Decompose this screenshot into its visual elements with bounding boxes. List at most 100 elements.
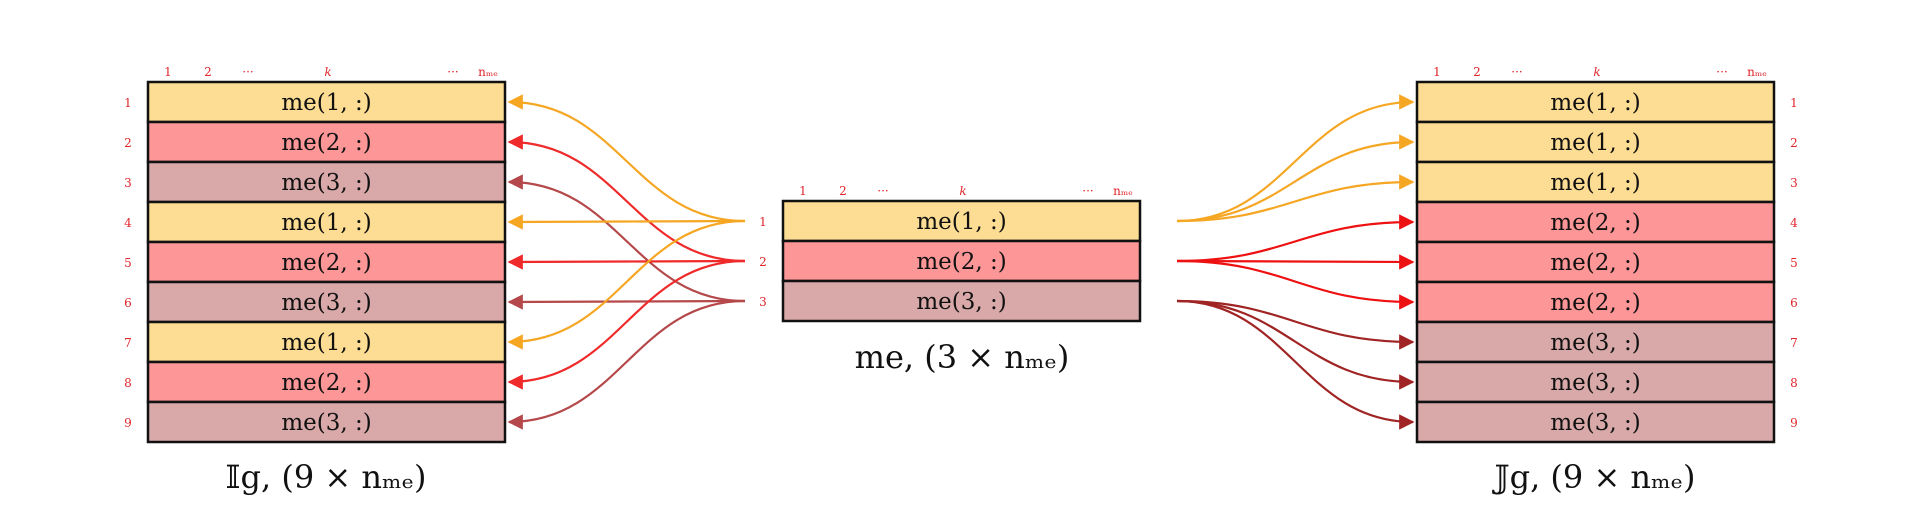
matrix-row-label: me(1, :)	[1550, 90, 1640, 116]
matrix-row	[146, 240, 507, 284]
right-column-headers: 1 2 ··· k ··· nₘₑ	[1433, 65, 1767, 79]
matrix-row	[1415, 80, 1776, 124]
row-number: 9	[124, 416, 132, 430]
row-number: 6	[124, 296, 132, 310]
column-header: ···	[1511, 65, 1522, 79]
matrix-row	[146, 120, 507, 164]
column-header: nₘₑ	[478, 65, 498, 79]
arrow-to-right-row	[1176, 299, 1415, 430]
column-header: k	[324, 65, 331, 79]
arrow-to-right-row	[1176, 259, 1415, 310]
arrow-to-right-row	[1176, 214, 1415, 263]
arrow-to-left-row	[507, 94, 746, 223]
arrow-to-right-row	[1176, 134, 1415, 223]
matrix-row-label: me(3, :)	[281, 170, 371, 196]
row-number: 7	[124, 336, 132, 350]
matrix-row	[781, 239, 1142, 283]
arrow-to-left-row	[507, 254, 746, 270]
arrow-to-right-row	[1176, 299, 1415, 350]
left-matrix-caption: 𝕀g, (9 × nₘₑ)	[226, 458, 427, 496]
column-header: 1	[799, 184, 807, 198]
row-number: 8	[1790, 376, 1798, 390]
row-number: 3	[124, 176, 132, 190]
matrix-row	[146, 200, 507, 244]
mapping-arrows	[507, 94, 1415, 430]
column-header: ···	[447, 65, 458, 79]
matrix-row-label: me(3, :)	[916, 289, 1006, 315]
column-header: 1	[164, 65, 172, 79]
row-number: 2	[759, 255, 767, 269]
arrow-to-right-row	[1176, 174, 1415, 223]
matrix-row-label: me(2, :)	[281, 130, 371, 156]
row-number: 5	[124, 256, 132, 270]
arrow-to-left-row	[507, 134, 746, 263]
row-number: 5	[1790, 256, 1798, 270]
left-matrix-ig: me(1, :)1me(2, :)2me(3, :)3me(1, :)4me(2…	[124, 80, 507, 444]
row-number: 4	[1790, 216, 1798, 230]
row-number: 8	[124, 376, 132, 390]
row-number: 3	[759, 295, 767, 309]
matrix-row-label: me(3, :)	[1550, 410, 1640, 436]
matrix-row-label: me(1, :)	[281, 90, 371, 116]
arrow-to-right-row	[1176, 299, 1415, 390]
center-matrix-caption: me, (3 × nₘₑ)	[855, 338, 1070, 376]
row-number: 3	[1790, 176, 1798, 190]
column-header: 2	[1473, 65, 1481, 79]
matrix-row-label: me(2, :)	[1550, 250, 1640, 276]
arrow-to-left-row	[507, 259, 746, 390]
matrix-row-label: me(3, :)	[1550, 370, 1640, 396]
row-number: 1	[759, 215, 767, 229]
row-number: 7	[1790, 336, 1798, 350]
matrix-row-label: me(1, :)	[1550, 130, 1640, 156]
matrix-row	[146, 360, 507, 404]
matrix-row-label: me(2, :)	[281, 250, 371, 276]
matrix-row	[1415, 320, 1776, 364]
matrix-row-label: me(3, :)	[281, 410, 371, 436]
row-number: 1	[1790, 96, 1798, 110]
matrix-row	[781, 199, 1142, 243]
row-number: 6	[1790, 296, 1798, 310]
matrix-row	[146, 400, 507, 444]
matrix-row-label: me(3, :)	[1550, 330, 1640, 356]
matrix-row-label: me(1, :)	[1550, 170, 1640, 196]
column-header: ···	[1082, 184, 1093, 198]
matrix-row	[1415, 160, 1776, 204]
matrix-row	[781, 279, 1142, 323]
column-header: nₘₑ	[1747, 65, 1767, 79]
row-number: 1	[124, 96, 132, 110]
matrix-row-label: me(1, :)	[281, 210, 371, 236]
matrix-row	[1415, 400, 1776, 444]
row-number: 2	[1790, 136, 1798, 150]
matrix-row-label: me(2, :)	[281, 370, 371, 396]
matrix-row-label: me(3, :)	[281, 290, 371, 316]
matrix-row	[1415, 280, 1776, 324]
matrix-row	[1415, 120, 1776, 164]
matrix-row	[1415, 240, 1776, 284]
arrow-to-left-row	[507, 219, 746, 350]
matrix-row-label: me(2, :)	[1550, 290, 1640, 316]
column-header: ···	[877, 184, 888, 198]
arrow-to-left-row	[507, 299, 746, 430]
column-header: ···	[242, 65, 253, 79]
matrix-row	[1415, 200, 1776, 244]
arrow-to-left-row	[507, 174, 746, 303]
column-header: nₘₑ	[1113, 184, 1133, 198]
matrix-row	[146, 320, 507, 364]
matrix-row-label: me(1, :)	[281, 330, 371, 356]
matrix-row-label: me(2, :)	[1550, 210, 1640, 236]
arrow-to-right-row	[1176, 94, 1415, 223]
row-number: 9	[1790, 416, 1798, 430]
matrix-row	[146, 280, 507, 324]
column-header: 2	[839, 184, 847, 198]
column-header: k	[1593, 65, 1600, 79]
matrix-row	[146, 80, 507, 124]
column-header: ···	[1716, 65, 1727, 79]
right-matrix-caption: 𝕁g, (9 × nₘₑ)	[1491, 458, 1695, 496]
arrow-to-left-row	[507, 214, 746, 230]
matrix-row-label: me(1, :)	[916, 209, 1006, 235]
column-header: 1	[1433, 65, 1441, 79]
center-matrix-me: me(1, :)1me(2, :)2me(3, :)3	[759, 199, 1142, 323]
matrix-row	[146, 160, 507, 204]
